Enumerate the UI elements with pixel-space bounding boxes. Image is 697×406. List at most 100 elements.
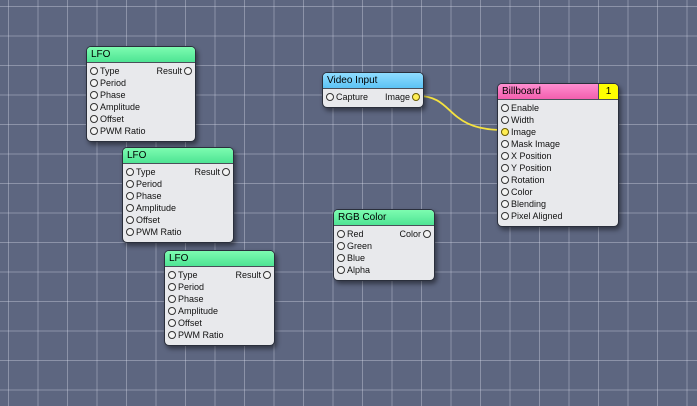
input-port-blue[interactable] [337,254,345,262]
port-row-image: Image [498,126,618,138]
port-row-amplitude: Amplitude [165,305,274,317]
output-label: Result [156,66,182,76]
input-label: Type [136,167,156,177]
input-label: Amplitude [100,102,141,112]
port-row-phase: Phase [165,293,274,305]
input-label: Period [100,78,127,88]
input-port-enable[interactable] [501,104,509,112]
input-port-mask-image[interactable] [501,140,509,148]
input-label: PWM Ratio [178,330,224,340]
port-row-period: Period [165,281,274,293]
input-port-type[interactable] [126,168,134,176]
port-row-phase: Phase [87,89,195,101]
input-label: Green [347,241,373,251]
port-row-phase: Phase [123,190,233,202]
input-label: Mask Image [511,139,561,149]
input-port-pwm-ratio[interactable] [126,228,134,236]
input-port-red[interactable] [337,230,345,238]
port-row-capture: Capture Image [323,91,423,103]
lfo-patch-1[interactable]: LFO Type Result Period Phase Amplitude [86,46,196,142]
billboard-patch[interactable]: Billboard 1 Enable Width Image Mask Imag… [497,83,619,227]
output-port-color[interactable] [423,230,431,238]
input-port-period[interactable] [168,283,176,291]
input-label: Pixel Aligned [511,211,563,221]
input-port-phase[interactable] [126,192,134,200]
input-port-color[interactable] [501,188,509,196]
input-label: Offset [178,318,202,328]
input-label: Image [511,127,537,137]
input-port-period[interactable] [90,79,98,87]
input-port-type[interactable] [168,271,176,279]
input-port-capture[interactable] [326,93,334,101]
input-port-pixel-aligned[interactable] [501,212,509,220]
patch-title[interactable]: Billboard 1 [498,84,618,100]
input-port-rotation[interactable] [501,176,509,184]
port-row-pwm-ratio: PWM Ratio [165,329,274,341]
input-label: Phase [100,90,126,100]
lfo-patch-3[interactable]: LFO Type Result Period Phase Amplitude [164,250,275,346]
input-port-pwm-ratio[interactable] [90,127,98,135]
port-row-offset: Offset [123,214,233,226]
patch-title[interactable]: LFO [165,251,274,267]
port-row-type: Type Result [87,65,195,77]
input-port-amplitude[interactable] [126,204,134,212]
port-row-enable: Enable [498,102,618,114]
port-row-amplitude: Amplitude [123,202,233,214]
port-row-alpha: Alpha [334,264,434,276]
port-row-offset: Offset [87,113,195,125]
layer-number-badge[interactable]: 1 [598,84,618,99]
patch-title[interactable]: Video Input [323,73,423,89]
output-port-result[interactable] [222,168,230,176]
patch-title[interactable]: RGB Color [334,210,434,226]
port-row-y-position: Y Position [498,162,618,174]
port-row-x-position: X Position [498,150,618,162]
lfo-patch-2[interactable]: LFO Type Result Period Phase Amplitude [122,147,234,243]
input-port-y-position[interactable] [501,164,509,172]
port-row-pwm-ratio: PWM Ratio [123,226,233,238]
input-label: Capture [336,92,369,102]
port-row-pwm-ratio: PWM Ratio [87,125,195,137]
input-port-offset[interactable] [126,216,134,224]
input-port-period[interactable] [126,180,134,188]
input-label: Enable [511,103,540,113]
input-label: Type [178,270,198,280]
port-row-rotation: Rotation [498,174,618,186]
input-port-offset[interactable] [168,319,176,327]
input-port-phase[interactable] [168,295,176,303]
input-port-amplitude[interactable] [90,103,98,111]
output-port-result[interactable] [263,271,271,279]
input-label: Period [178,282,205,292]
input-label: Width [511,115,535,125]
input-label: Red [347,229,364,239]
input-port-blending[interactable] [501,200,509,208]
output-port-result[interactable] [184,67,192,75]
patch-title[interactable]: LFO [123,148,233,164]
input-port-green[interactable] [337,242,345,250]
input-label: Color [511,187,533,197]
patch-title[interactable]: LFO [87,47,195,63]
rgb-color-patch[interactable]: RGB Color Red Color Green Blue Alpha [333,209,435,281]
port-row-period: Period [123,178,233,190]
connection-wire-image[interactable] [417,95,504,131]
port-row-red: Red Color [334,228,434,240]
port-row-period: Period [87,77,195,89]
port-row-mask-image: Mask Image [498,138,618,150]
video-input-patch[interactable]: Video Input Capture Image [322,72,424,108]
input-port-image[interactable] [501,128,509,136]
output-port-image[interactable] [412,93,420,101]
output-label: Result [235,270,261,280]
input-port-offset[interactable] [90,115,98,123]
input-port-phase[interactable] [90,91,98,99]
input-port-alpha[interactable] [337,266,345,274]
port-row-pixel-aligned: Pixel Aligned [498,210,618,222]
input-port-x-position[interactable] [501,152,509,160]
input-port-type[interactable] [90,67,98,75]
input-port-pwm-ratio[interactable] [168,331,176,339]
input-port-amplitude[interactable] [168,307,176,315]
port-row-color: Color [498,186,618,198]
port-row-green: Green [334,240,434,252]
input-label: Phase [178,294,204,304]
input-port-width[interactable] [501,116,509,124]
input-label: Blending [511,199,547,209]
